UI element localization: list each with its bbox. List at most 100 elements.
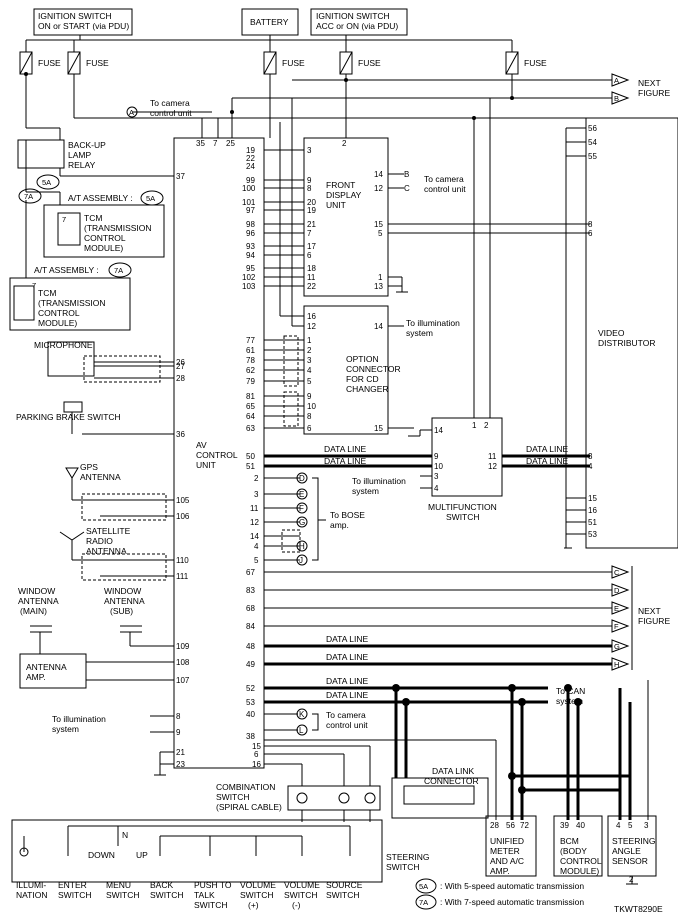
- front-display-camera-1: To camera: [424, 174, 464, 184]
- to-illum-left-1: To illumination: [52, 714, 106, 724]
- bcm-pin: 40: [576, 821, 585, 830]
- at-assembly-5A-label: A/T ASSEMBLY :: [68, 193, 133, 203]
- mf-pin: 14: [434, 426, 443, 435]
- microphone-box: [47, 341, 95, 377]
- sw-label-ptt-3: SWITCH: [194, 900, 228, 910]
- video-distributor-name-1: VIDEO: [598, 328, 625, 338]
- vd-pin: 8: [588, 220, 593, 229]
- av-right-pin: 11: [250, 504, 259, 513]
- sw-label-voldn-1: VOLUME: [284, 880, 320, 890]
- av-left-pin: 8: [176, 712, 181, 721]
- vd-pin: 55: [588, 152, 597, 161]
- relay-label-3: RELAY: [68, 160, 96, 170]
- fd-pin: 19: [307, 206, 316, 215]
- sw-label-back-2: SWITCH: [150, 890, 184, 900]
- camera2-label-1: To camera: [326, 710, 366, 720]
- av-right-pin: 98: [246, 220, 255, 229]
- oc-pin: 15: [374, 424, 383, 433]
- oc-pin: 12: [307, 322, 316, 331]
- multifunction-name-2: SWITCH: [446, 512, 480, 522]
- ignition-on-start-box: [33, 8, 133, 36]
- next-figure-2-label-2: FIGURE: [638, 616, 670, 626]
- steering-angle-name-1: STEERING: [612, 836, 655, 846]
- fd-pin: 13: [374, 282, 383, 291]
- option-name-3: FOR CD: [346, 374, 379, 384]
- av-right-pin: 93: [246, 242, 255, 251]
- meter-pin: 72: [520, 821, 529, 830]
- option-name-4: CHANGER: [346, 384, 389, 394]
- ign-on-start-label-2: ON or START (via PDU): [38, 21, 129, 31]
- next-conn: F: [614, 622, 619, 631]
- vd-pin: 54: [588, 138, 597, 147]
- sw-label-source-1: SOURCE: [326, 880, 363, 890]
- tcm-5A-pin: 7: [62, 215, 66, 224]
- antenna-amp-2: AMP.: [26, 672, 46, 682]
- fd-pin: 11: [307, 273, 316, 282]
- window-main-2: ANTENNA: [18, 596, 59, 606]
- tcm1-line-2: (TRANSMISSION: [84, 223, 152, 233]
- conn-letter: F: [299, 504, 304, 513]
- fd-pin: 22: [307, 282, 316, 291]
- av-right-pin: 103: [242, 282, 256, 291]
- av-right-pin: 14: [250, 532, 259, 541]
- diagram-code: TKWT8290E: [614, 904, 663, 914]
- oc-pin: 3: [307, 356, 312, 365]
- bcm-name-1: BCM: [560, 836, 579, 846]
- to-illum-left-2: system: [52, 724, 79, 734]
- av-left-pin: 111: [176, 572, 189, 581]
- tcm-7A-pin: 7: [32, 281, 36, 290]
- oc-pin: 10: [307, 402, 316, 411]
- steering-angle-name-2: ANGLE: [612, 846, 641, 856]
- conn-7A-label: 7A: [24, 192, 33, 201]
- bose-label-2: amp.: [330, 520, 349, 530]
- av-right-pin: 68: [246, 604, 255, 613]
- av-right-pin: 101: [242, 198, 256, 207]
- legend-7A-symbol: 7A: [419, 898, 428, 907]
- window-sub-1: WINDOW: [104, 586, 141, 596]
- mf-pin: 12: [488, 462, 497, 471]
- av-right-pin: 51: [246, 462, 255, 471]
- conn-letter: H: [299, 542, 305, 551]
- data-link-label-2: CONNECTOR: [424, 776, 479, 786]
- fuse-label: FUSE: [358, 58, 381, 68]
- sw-label-volup-1: VOLUME: [240, 880, 276, 890]
- conn-letter: C: [404, 184, 410, 193]
- oc-pin: 16: [307, 312, 316, 321]
- av-right-pin: 65: [246, 402, 255, 411]
- av-right-pin: 22: [246, 154, 255, 163]
- up-label: UP: [136, 850, 148, 860]
- fd-pin: 12: [374, 184, 383, 193]
- av-right-pin: 79: [246, 377, 255, 386]
- parking-brake-switch: [63, 401, 83, 413]
- data-line-label: DATA LINE: [326, 676, 369, 686]
- steering-angle-gnd-pin: 2: [629, 875, 634, 884]
- sw-label-menu-2: SWITCH: [106, 890, 140, 900]
- tcm-box-5A: [43, 204, 165, 258]
- fd-pin: 20: [307, 198, 316, 207]
- meter-name-2: METER: [490, 846, 520, 856]
- video-distributor-name-2: DISTRIBUTOR: [598, 338, 655, 348]
- battery-label: BATTERY: [250, 17, 289, 27]
- steering-angle-name-3: SENSOR: [612, 856, 648, 866]
- fuse-label: FUSE: [524, 58, 547, 68]
- fd-pin: 17: [307, 242, 316, 251]
- option-name-2: CONNECTOR: [346, 364, 401, 374]
- video-distributor-box: [585, 117, 678, 549]
- bcm-name-4: MODULE): [560, 866, 599, 876]
- down-label: DOWN: [88, 850, 115, 860]
- conn-letter: L: [299, 726, 304, 735]
- av-left-pin: 23: [176, 760, 185, 769]
- pin-numbers: 35 7 25 37 26 28 27 36 105 106 110 111 1…: [176, 124, 649, 830]
- av-right-pin: 16: [252, 760, 261, 769]
- oc-pin: 2: [307, 346, 312, 355]
- at-assembly-7A-conn: 7A: [114, 266, 123, 275]
- steering-switch-name-1: STEERING: [386, 852, 429, 862]
- av-right-pin: 5: [254, 556, 259, 565]
- at-assembly-7A-label: A/T ASSEMBLY :: [34, 265, 99, 275]
- av-left-pin: 27: [176, 362, 185, 371]
- av-right-pin: 15: [252, 742, 261, 751]
- option-illum-2: system: [406, 328, 433, 338]
- av-right-pin: 100: [242, 184, 256, 193]
